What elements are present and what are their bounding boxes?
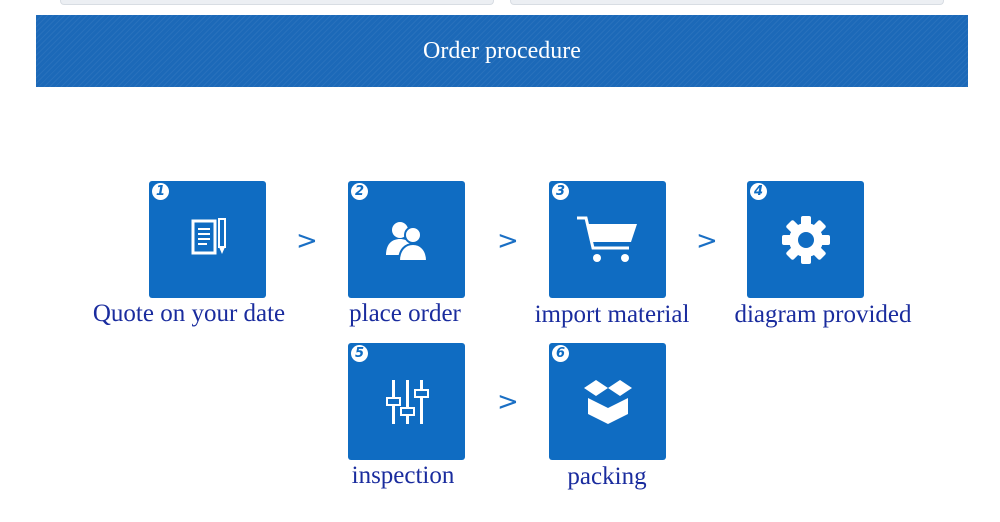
step-4-number: 4 [750,183,767,200]
document-pen-icon [191,217,226,254]
top-tab-right [510,0,944,5]
package-box-icon [583,379,632,424]
step-3-number: 3 [552,183,569,200]
step-4-label: diagram provided [734,301,912,328]
top-tab-left [60,0,494,5]
step-6-tile: 6 [549,343,666,460]
step-5-tile: 5 [348,343,465,460]
step-6-number: 6 [552,345,569,362]
section-header: Order procedure [36,15,968,87]
arrow-3-4: > [696,226,718,256]
step-1-tile: 1 [149,181,266,298]
arrow-5-6: > [497,387,519,417]
gear-icon [781,215,830,264]
users-icon [385,221,428,262]
sliders-icon [385,379,429,424]
step-1-label: Quote on your date [92,300,286,327]
step-2-number: 2 [351,183,368,200]
arrow-1-2: > [296,226,318,256]
step-3-tile: 3 [549,181,666,298]
step-2-tile: 2 [348,181,465,298]
header-title: Order procedure [423,37,581,64]
step-3-label: import material [534,301,690,328]
step-4-tile: 4 [747,181,864,298]
step-2-label: place order [349,300,461,327]
step-5-number: 5 [351,345,368,362]
shopping-cart-icon [576,216,637,262]
arrow-2-3: > [497,226,519,256]
step-6-label: packing [567,463,647,490]
step-5-label: inspection [351,462,455,489]
step-1-number: 1 [152,183,169,200]
